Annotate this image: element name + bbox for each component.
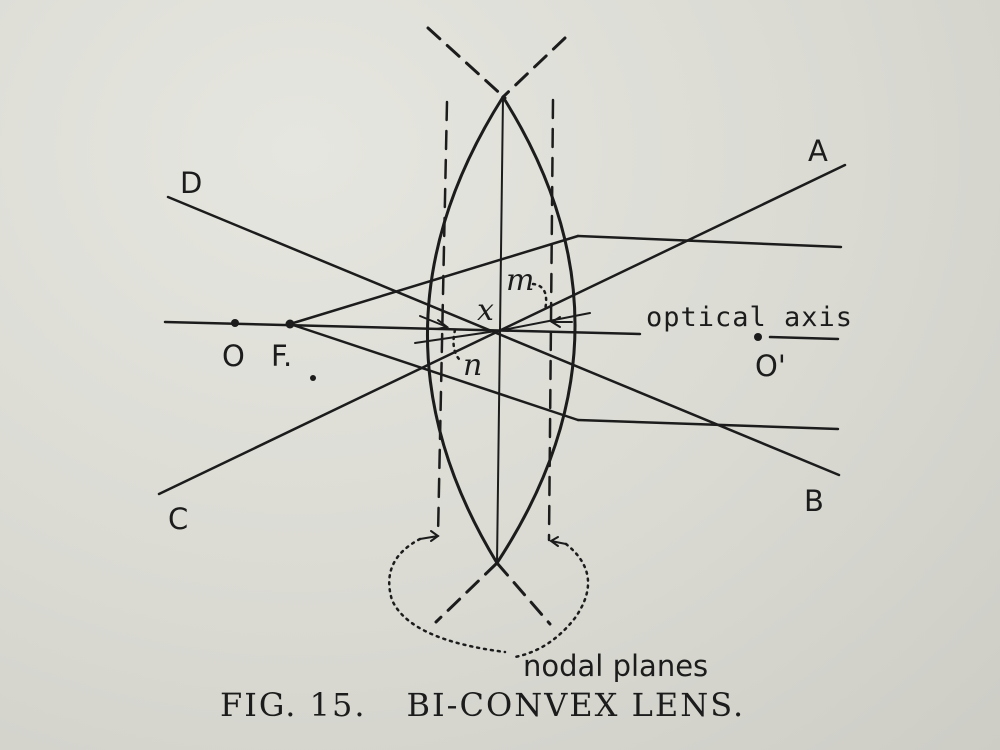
- point-O-prime: [754, 333, 762, 341]
- label-nodal-planes: nodal planes: [523, 649, 709, 683]
- bottom-arrowhead-right: [549, 536, 559, 547]
- label-A: A: [808, 134, 828, 168]
- label-m: m: [506, 263, 535, 298]
- point-F: [285, 319, 295, 329]
- figure-title: BI-CONVEX LENS.: [406, 686, 746, 724]
- leader-nodal-right: [513, 542, 590, 659]
- bottom-arrow-right: [550, 540, 567, 545]
- point-O: [231, 319, 239, 327]
- nodal-arrowhead-left: [436, 319, 450, 330]
- label-F: F.: [271, 339, 293, 373]
- leader-n: [452, 328, 464, 364]
- bottom-arrowhead-left: [430, 530, 440, 542]
- label-O-prime: O': [755, 349, 786, 383]
- curvature-extension-top-left: [426, 26, 507, 100]
- bottom-arrow-left: [419, 535, 439, 540]
- label-D: D: [180, 166, 203, 200]
- ray-upper-exit: [576, 234, 843, 249]
- stray-dot: [310, 375, 316, 381]
- ray-inner-segment-1: [414, 329, 504, 344]
- figure-caption: FIG. 15. BI-CONVEX LENS.: [220, 686, 745, 724]
- ray-F-upper: [288, 234, 580, 326]
- ray-F-lower: [288, 322, 580, 422]
- optical-axis-line: [163, 320, 642, 336]
- nodal-arrow-left: [419, 315, 448, 328]
- curvature-extension-bottom-left: [434, 561, 499, 624]
- label-x: x: [477, 293, 494, 328]
- lens-left-surface: [426, 95, 505, 565]
- label-optical-axis: optical axis: [646, 302, 854, 333]
- leader-m: [531, 282, 548, 312]
- ray-inner-segment-2: [502, 312, 591, 331]
- label-C: C: [168, 502, 189, 536]
- leader-nodal-left: [387, 537, 507, 654]
- optical-axis-line-right: [768, 335, 840, 341]
- label-B: B: [804, 484, 824, 518]
- ray-lower-exit: [576, 418, 840, 431]
- ray-D-B: [166, 195, 841, 477]
- label-n: n: [463, 348, 483, 383]
- lens-right-surface: [495, 95, 577, 565]
- curvature-extension-top-right: [501, 36, 567, 99]
- curvature-extension-bottom-right: [495, 561, 552, 626]
- label-O: O: [222, 339, 245, 373]
- figure-number: FIG. 15.: [220, 686, 367, 724]
- nodal-plane-left: [436, 100, 449, 537]
- nodal-arrowhead-right: [550, 316, 561, 328]
